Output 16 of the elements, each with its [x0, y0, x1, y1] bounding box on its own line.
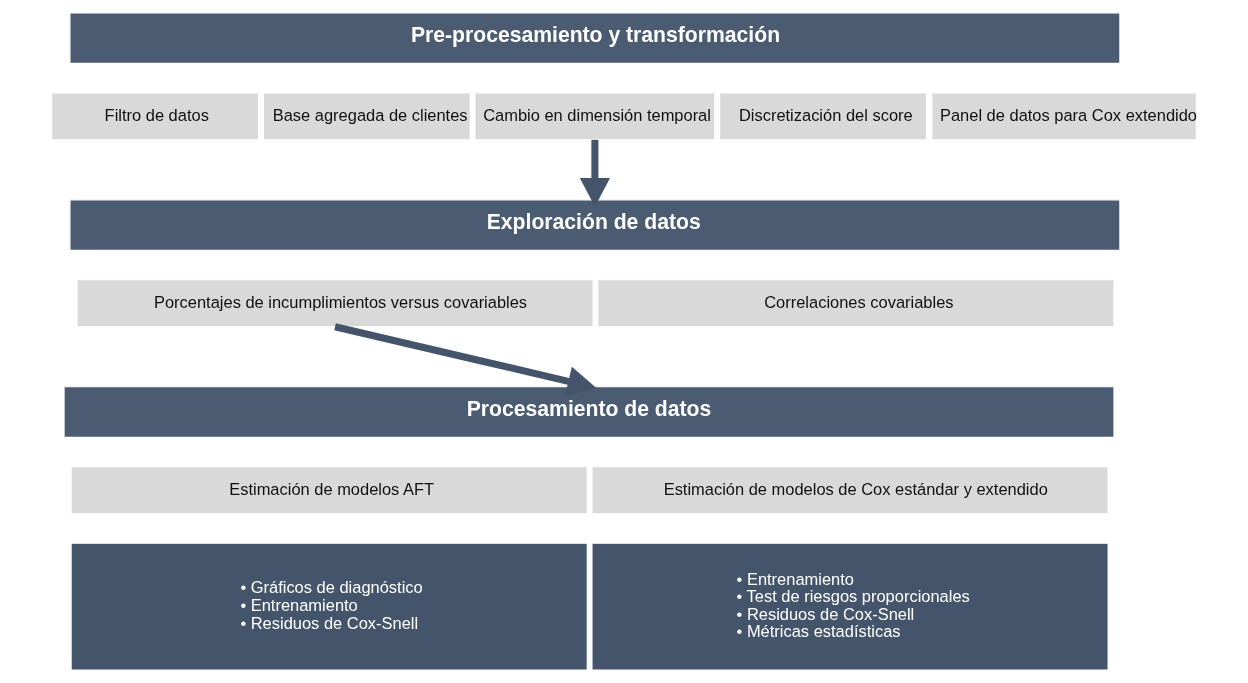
node-box: Discretización del score	[718, 92, 928, 141]
node-box: • Gráficos de diagnóstico • Entrenamiento • Residuos de Cox-Snell	[70, 542, 588, 671]
node-box: Correlaciones covariables	[597, 279, 1115, 328]
node-box: Base agregada de clientes	[262, 92, 471, 141]
arrow	[334, 323, 597, 397]
node-box: • Entrenamiento • Test de riesgos proporcionales • Residuos de Cox-Snell • Métricas estadísticas	[591, 542, 1109, 671]
arrow	[579, 139, 610, 207]
node-box: Porcentajes de incumplimientos versus covariables	[76, 279, 594, 328]
node-box: Estimación de modelos AFT	[70, 466, 588, 515]
node-box: Filtro de datos	[51, 92, 260, 141]
node-box: Procesamiento de datos	[63, 386, 1115, 438]
node-box: Cambio en dimensión temporal	[474, 92, 716, 141]
node-box: Estimación de modelos de Cox estándar y extendido	[591, 466, 1109, 515]
node-box: Pre-procesamiento y transformación	[69, 12, 1121, 64]
node-box: Exploración de datos	[69, 199, 1121, 251]
node-box: Panel de datos para Cox extendido	[931, 92, 1197, 141]
